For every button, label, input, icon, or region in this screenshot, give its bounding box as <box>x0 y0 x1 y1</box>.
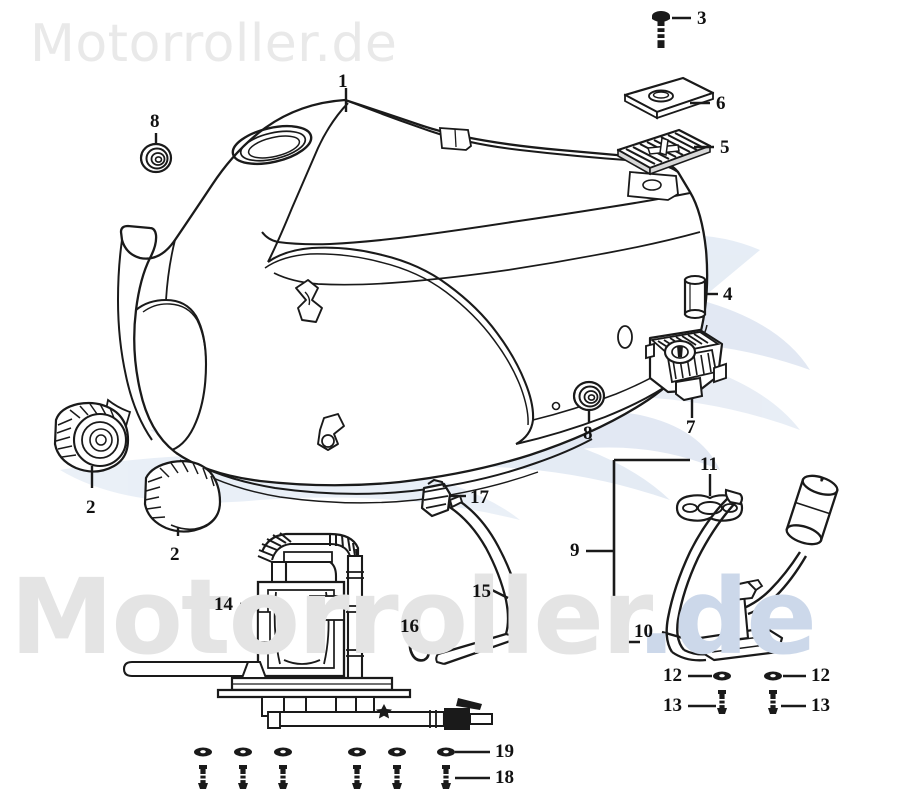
leader-10 <box>661 630 709 647</box>
callout-5[interactable]: 5 <box>720 137 730 158</box>
callout-16[interactable]: 16 <box>400 616 419 637</box>
callout-14[interactable]: 14 <box>214 594 233 615</box>
callout-2b[interactable]: 2 <box>170 544 180 565</box>
callout-4[interactable]: 4 <box>723 284 733 305</box>
leader-15 <box>491 588 509 600</box>
part-rubber-grommet-left[interactable] <box>139 142 173 174</box>
callout-9[interactable]: 9 <box>570 540 580 561</box>
callout-12a[interactable]: 12 <box>663 665 682 686</box>
part-rubber-grommet-right[interactable] <box>572 380 606 412</box>
callout-13b[interactable]: 13 <box>811 695 830 716</box>
part-hose-connector-clamp[interactable] <box>420 478 452 518</box>
watermark-bottom: Motorroller.de <box>10 556 817 678</box>
callout-13a[interactable]: 13 <box>663 695 682 716</box>
part-rubber-spacer-sleeve[interactable] <box>683 274 707 320</box>
part-cap-bolt[interactable] <box>652 11 670 48</box>
callout-8a[interactable]: 8 <box>150 111 160 132</box>
part-breather-mesh-screen[interactable] <box>616 128 712 176</box>
part-tank-grommet-a[interactable] <box>53 401 130 473</box>
part-screw-right[interactable] <box>768 690 778 714</box>
watermark-bottom-text: Motorroller <box>10 556 638 678</box>
callout-12b[interactable]: 12 <box>811 665 830 686</box>
part-sender-assembly-bracket <box>586 458 690 644</box>
part-fuel-pump-assembly[interactable] <box>122 532 493 730</box>
callout-3[interactable]: 3 <box>697 8 707 29</box>
callout-7[interactable]: 7 <box>686 417 696 438</box>
callout-18[interactable]: 18 <box>495 767 514 788</box>
callout-11[interactable]: 11 <box>700 454 718 475</box>
part-cover-plate[interactable] <box>623 76 715 120</box>
watermark-top: Motorroller.de <box>30 14 398 74</box>
callout-19[interactable]: 19 <box>495 741 514 762</box>
callout-6[interactable]: 6 <box>716 93 726 114</box>
part-screw-left[interactable] <box>717 690 727 714</box>
fastener-row-bottom[interactable] <box>194 747 455 790</box>
callout-10[interactable]: 10 <box>634 621 653 642</box>
part-tank-grommet-b[interactable] <box>143 460 222 533</box>
callout-1[interactable]: 1 <box>338 71 348 92</box>
part-tank-lock-bracket[interactable] <box>645 328 727 402</box>
callout-15[interactable]: 15 <box>472 581 491 602</box>
watermark-bottom-tld: .de <box>636 556 816 678</box>
part-fuel-tank[interactable] <box>105 98 709 504</box>
part-fuel-hose[interactable] <box>435 494 523 666</box>
callout-2a[interactable]: 2 <box>86 497 96 518</box>
callout-8b[interactable]: 8 <box>583 423 593 444</box>
callout-17[interactable]: 17 <box>470 487 489 508</box>
